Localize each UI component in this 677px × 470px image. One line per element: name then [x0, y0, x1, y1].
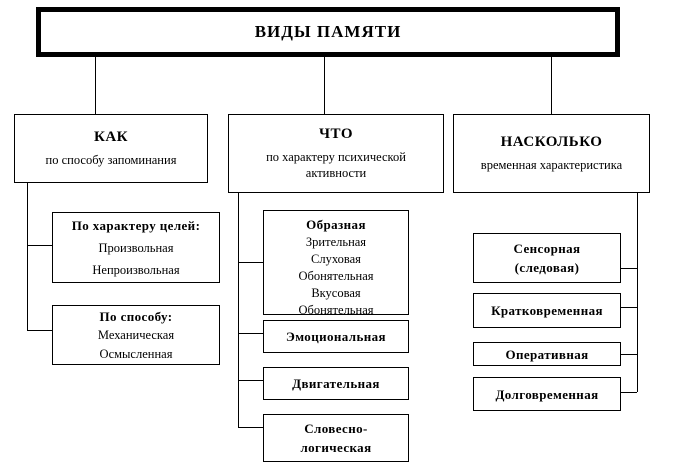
connector-how-branch-1 — [27, 245, 52, 246]
connector-howlong-trunk — [637, 193, 638, 392]
connector-root-to-howlong — [551, 57, 552, 114]
figurative-item-olfactory-2: Обонятельная — [298, 303, 374, 317]
root-box-memory-types: ВИДЫ ПАМЯТИ — [36, 7, 620, 57]
what-title: ЧТО — [319, 126, 353, 142]
connector-howlong-branch-4 — [621, 392, 637, 393]
connector-howlong-branch-1 — [621, 268, 637, 269]
by-method-item-mechanical: Механическая — [97, 327, 175, 342]
column-header-howlong: НАСКОЛЬКО временная характеристика — [453, 114, 650, 193]
connector-what-branch-2 — [238, 333, 263, 334]
long-term-title: Долговременная — [495, 386, 599, 402]
leaf-box-sensory: Сенсорная (следовая) — [473, 233, 621, 283]
column-header-what: ЧТО по характеру психической активности — [228, 114, 444, 193]
by-method-title: По способу: — [99, 308, 173, 324]
leaf-box-emotional: Эмоциональная — [263, 320, 409, 353]
figurative-item-auditory: Слуховая — [311, 252, 361, 266]
emotional-title: Эмоциональная — [286, 329, 386, 344]
figurative-item-olfactory-1: Обонятельная — [298, 269, 374, 283]
connector-root-to-how — [95, 57, 96, 114]
connector-root-to-what — [324, 57, 325, 114]
leaf-box-motor: Двигательная — [263, 367, 409, 400]
figurative-title: Образная — [306, 217, 366, 232]
by-purpose-title: По характеру целей: — [71, 217, 201, 233]
short-term-title: Кратковременная — [491, 303, 603, 318]
operational-title: Оперативная — [505, 346, 589, 362]
verbal-logical-title-line1: Словесно- — [304, 421, 368, 436]
leaf-box-operational: Оперативная — [473, 342, 621, 366]
leaf-box-long-term: Долговременная — [473, 377, 621, 411]
connector-what-branch-3 — [238, 380, 263, 381]
leaf-box-by-purpose: По характеру целей: Произвольная Непроиз… — [52, 212, 220, 283]
by-purpose-item-voluntary: Произвольная — [98, 240, 174, 255]
motor-title: Двигательная — [292, 376, 380, 391]
figurative-item-visual: Зрительная — [305, 235, 367, 249]
connector-what-branch-1 — [238, 262, 263, 263]
howlong-subtitle: временная характеристика — [480, 158, 623, 172]
what-subtitle: по характеру психической активности — [266, 150, 406, 180]
how-subtitle: по способу запоминания — [45, 153, 177, 167]
sensory-title-line1: Сенсорная — [513, 241, 581, 256]
connector-what-trunk — [238, 193, 239, 427]
by-method-item-meaningful: Осмысленная — [99, 346, 173, 361]
leaf-box-figurative: Образная Зрительная Слуховая Обонятельна… — [263, 210, 409, 317]
sensory-title-line2: (следовая) — [514, 260, 580, 275]
leaf-box-by-method: По способу: Механическая Осмысленная — [52, 305, 220, 365]
how-title: КАК — [93, 129, 129, 145]
connector-how-trunk — [27, 183, 28, 330]
by-purpose-item-involuntary: Непроизвольная — [92, 262, 180, 277]
column-header-how: КАК по способу запоминания — [14, 114, 208, 183]
connector-what-branch-4 — [238, 427, 263, 428]
connector-howlong-branch-3 — [621, 354, 637, 355]
connector-howlong-branch-2 — [621, 307, 637, 308]
leaf-box-short-term: Кратковременная — [473, 293, 621, 328]
figurative-item-gustatory: Вкусовая — [311, 286, 361, 300]
howlong-title: НАСКОЛЬКО — [500, 134, 603, 150]
verbal-logical-title-line2: логическая — [300, 440, 372, 455]
diagram-title: ВИДЫ ПАМЯТИ — [254, 22, 402, 41]
connector-how-branch-2 — [27, 330, 52, 331]
leaf-box-verbal-logical: Словесно- логическая — [263, 414, 409, 462]
